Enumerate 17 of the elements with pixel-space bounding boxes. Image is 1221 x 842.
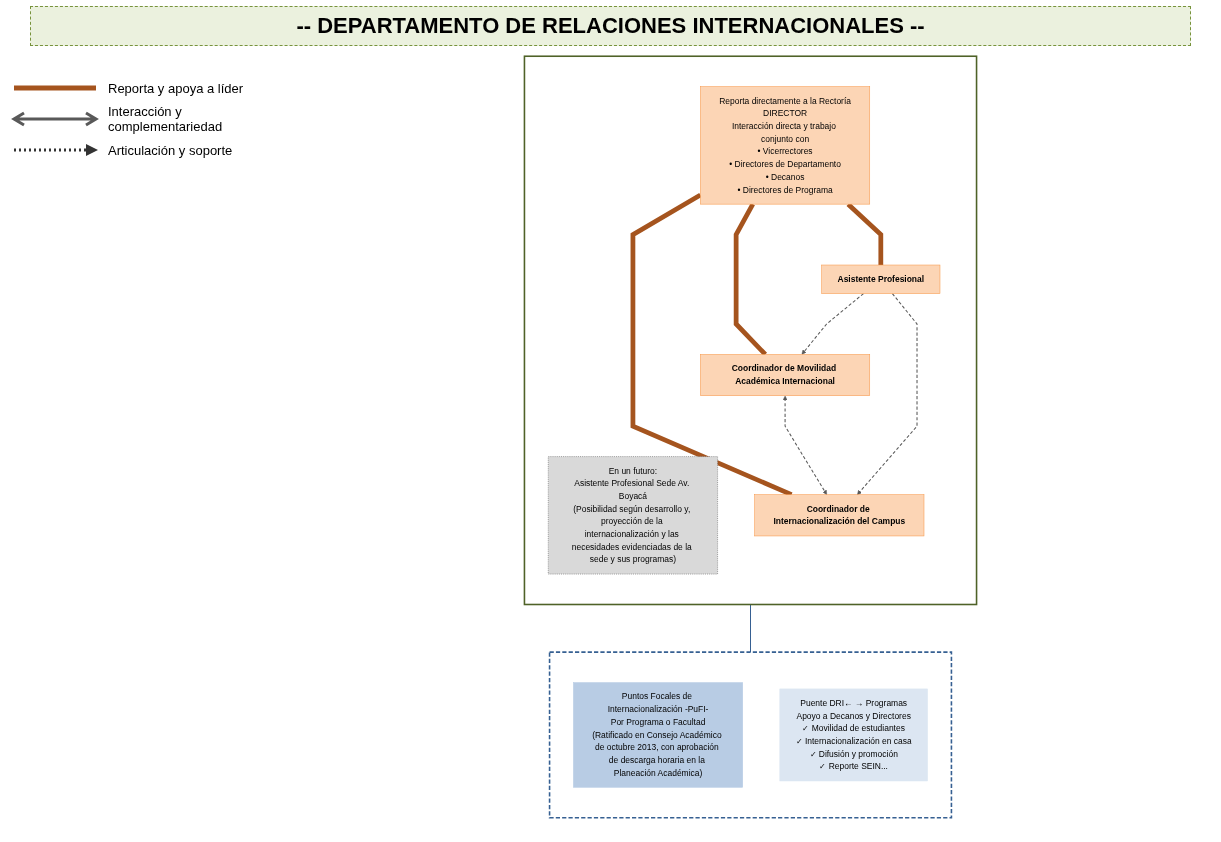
legend-text: Interacción y complementariedad (108, 104, 224, 134)
node-box: En un futuro: Asistente Profesional Sede Av. Boyacá (Posibilidad según desarrollo y, proyección de la internacionalización y las necesidades evidenciadas de la sede y sus programas) (548, 456, 718, 575)
connector (749, 603, 752, 653)
title-banner: -- DEPARTAMENTO DE RELACIONES INTERNACIONALES -- (30, 6, 1191, 46)
cluster (523, 55, 978, 606)
legend-text: Reporta y apoya a líder (108, 80, 244, 96)
node-box: Puente DRI← → Programas Apoyo a Decanos y Directores ✓ Movilidad de estudiantes ✓ Internacionalización en casa ✓ Difusión y promoción ✓ Reporte SEIN... (779, 688, 928, 782)
node-box: Asistente Profesional (821, 264, 941, 294)
cluster (548, 651, 953, 819)
node-box: Reporta directamente a la Rectoría DIRECTOR Interacción directa y trabajo conjunto con • Vicerrectores • Directores de Departamento • Decanos • Directores de Programa (700, 86, 871, 205)
arrow (782, 395, 827, 495)
arrow (801, 293, 864, 355)
arrow (857, 293, 918, 495)
node-box: Coordinador de Movilidad Académica Internacional (700, 354, 871, 396)
legend-text: Articulación y soporte (108, 142, 233, 158)
node-box: Puntos Focales de Internacionalización -PuFI- Por Programa o Facultad (Ratificado en Consejo Académico de octubre 2013, con aprobación de descarga horaria en la Planeación Académica) (573, 682, 743, 788)
node-box: Coordinador de Internacionalización del Campus (754, 494, 925, 537)
